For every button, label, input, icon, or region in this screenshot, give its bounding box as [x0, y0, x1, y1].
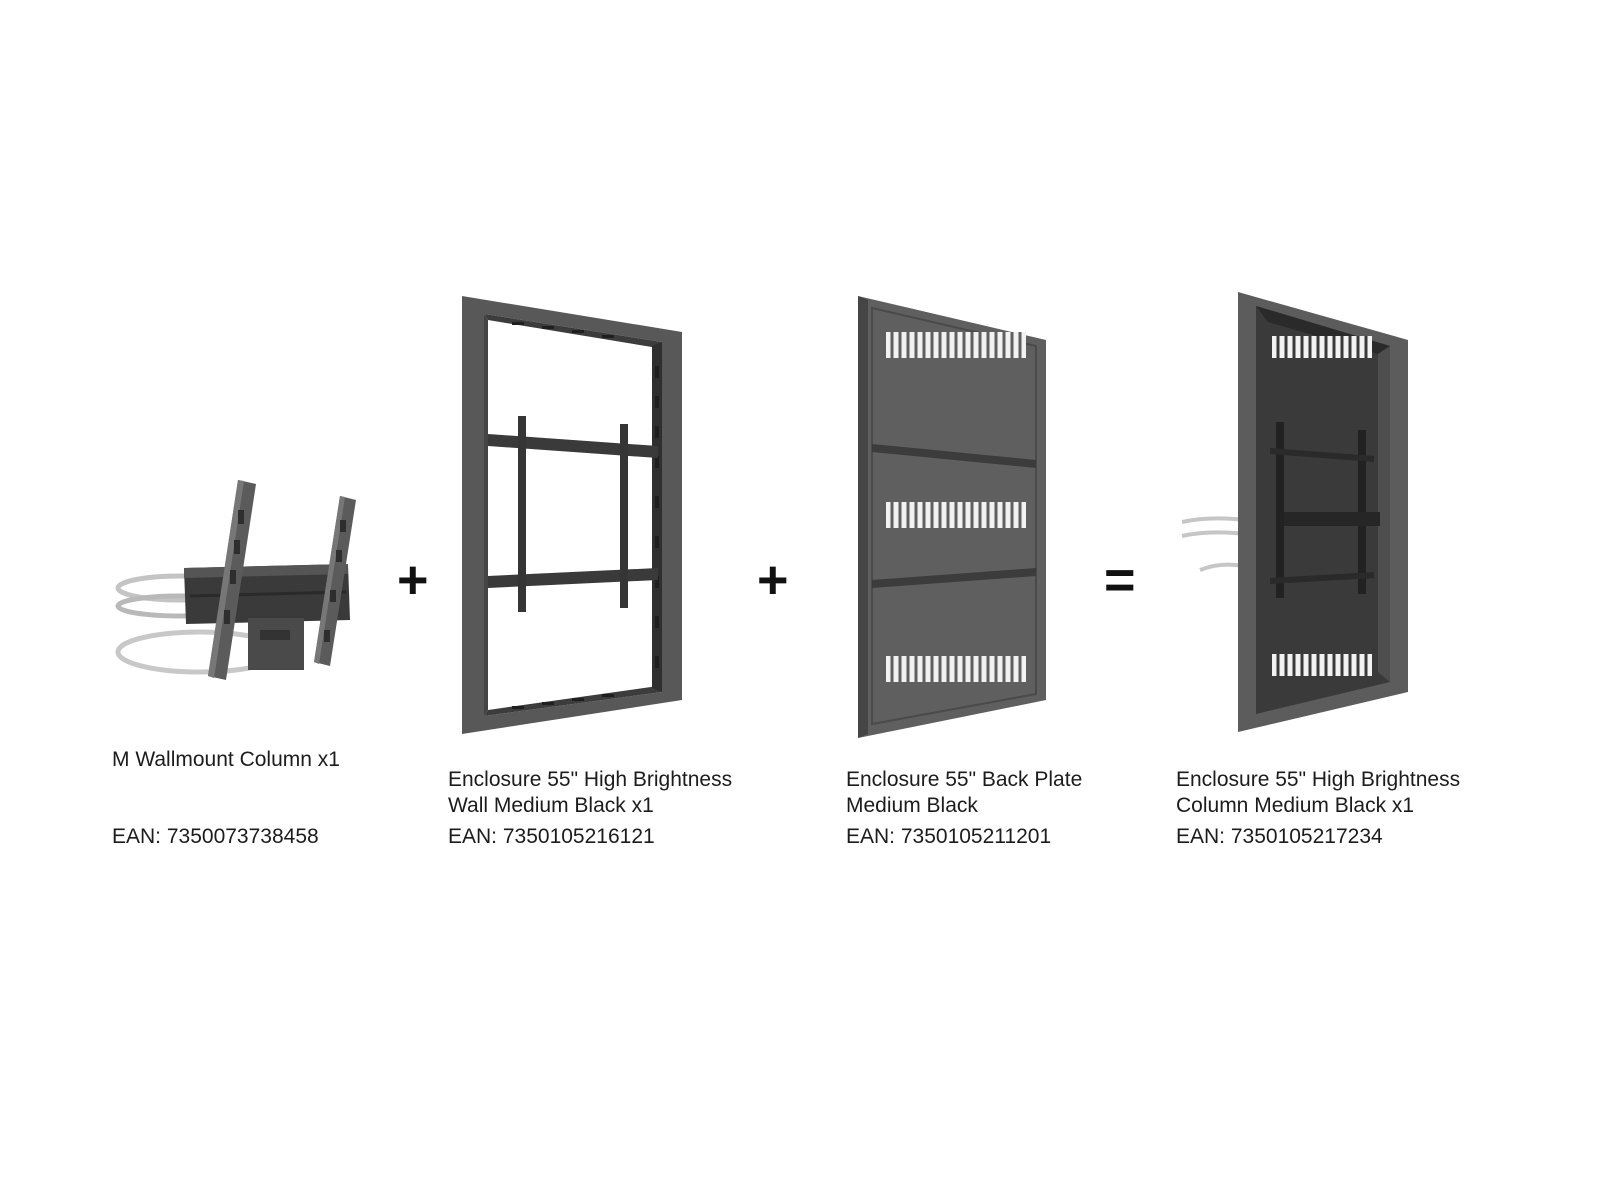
- plus-operator-1: +: [397, 550, 429, 610]
- ean-enclosure-column: EAN: 7350105217234: [1176, 825, 1383, 848]
- product-name-line: Medium Black: [846, 794, 978, 817]
- product-name-back-plate: Enclosure 55" Back Plate Medium Black: [846, 767, 1082, 819]
- product-name-line: M Wallmount Column x1: [112, 748, 340, 771]
- ean-wallmount-column: EAN: 7350073738458: [112, 825, 319, 848]
- product-name-line: Column Medium Black x1: [1176, 794, 1415, 817]
- enclosure-column-assembled-icon: [1181, 292, 1408, 732]
- product-name-line: Enclosure 55" High Brightness: [1176, 768, 1461, 791]
- product-name-line: Enclosure 55" Back Plate: [846, 768, 1083, 791]
- product-name-line: Enclosure 55" High Brightness: [448, 768, 733, 791]
- plus-operator-2: +: [757, 550, 789, 610]
- enclosure-wall-frame-icon: [462, 296, 682, 734]
- product-name-enclosure-wall: Enclosure 55" High Brightness Wall Mediu…: [448, 767, 732, 819]
- ean-back-plate: EAN: 7350105211201: [846, 825, 1052, 848]
- product-name-line: Wall Medium Black x1: [448, 794, 654, 817]
- back-plate-icon: [858, 296, 1046, 738]
- product-name-enclosure-column: Enclosure 55" High Brightness Column Med…: [1176, 767, 1460, 819]
- equals-operator: =: [1104, 550, 1136, 610]
- ean-enclosure-wall: EAN: 7350105216121: [448, 825, 655, 848]
- product-name-wallmount-column: M Wallmount Column x1: [112, 747, 340, 773]
- wallmount-column-bracket-icon: [115, 480, 356, 680]
